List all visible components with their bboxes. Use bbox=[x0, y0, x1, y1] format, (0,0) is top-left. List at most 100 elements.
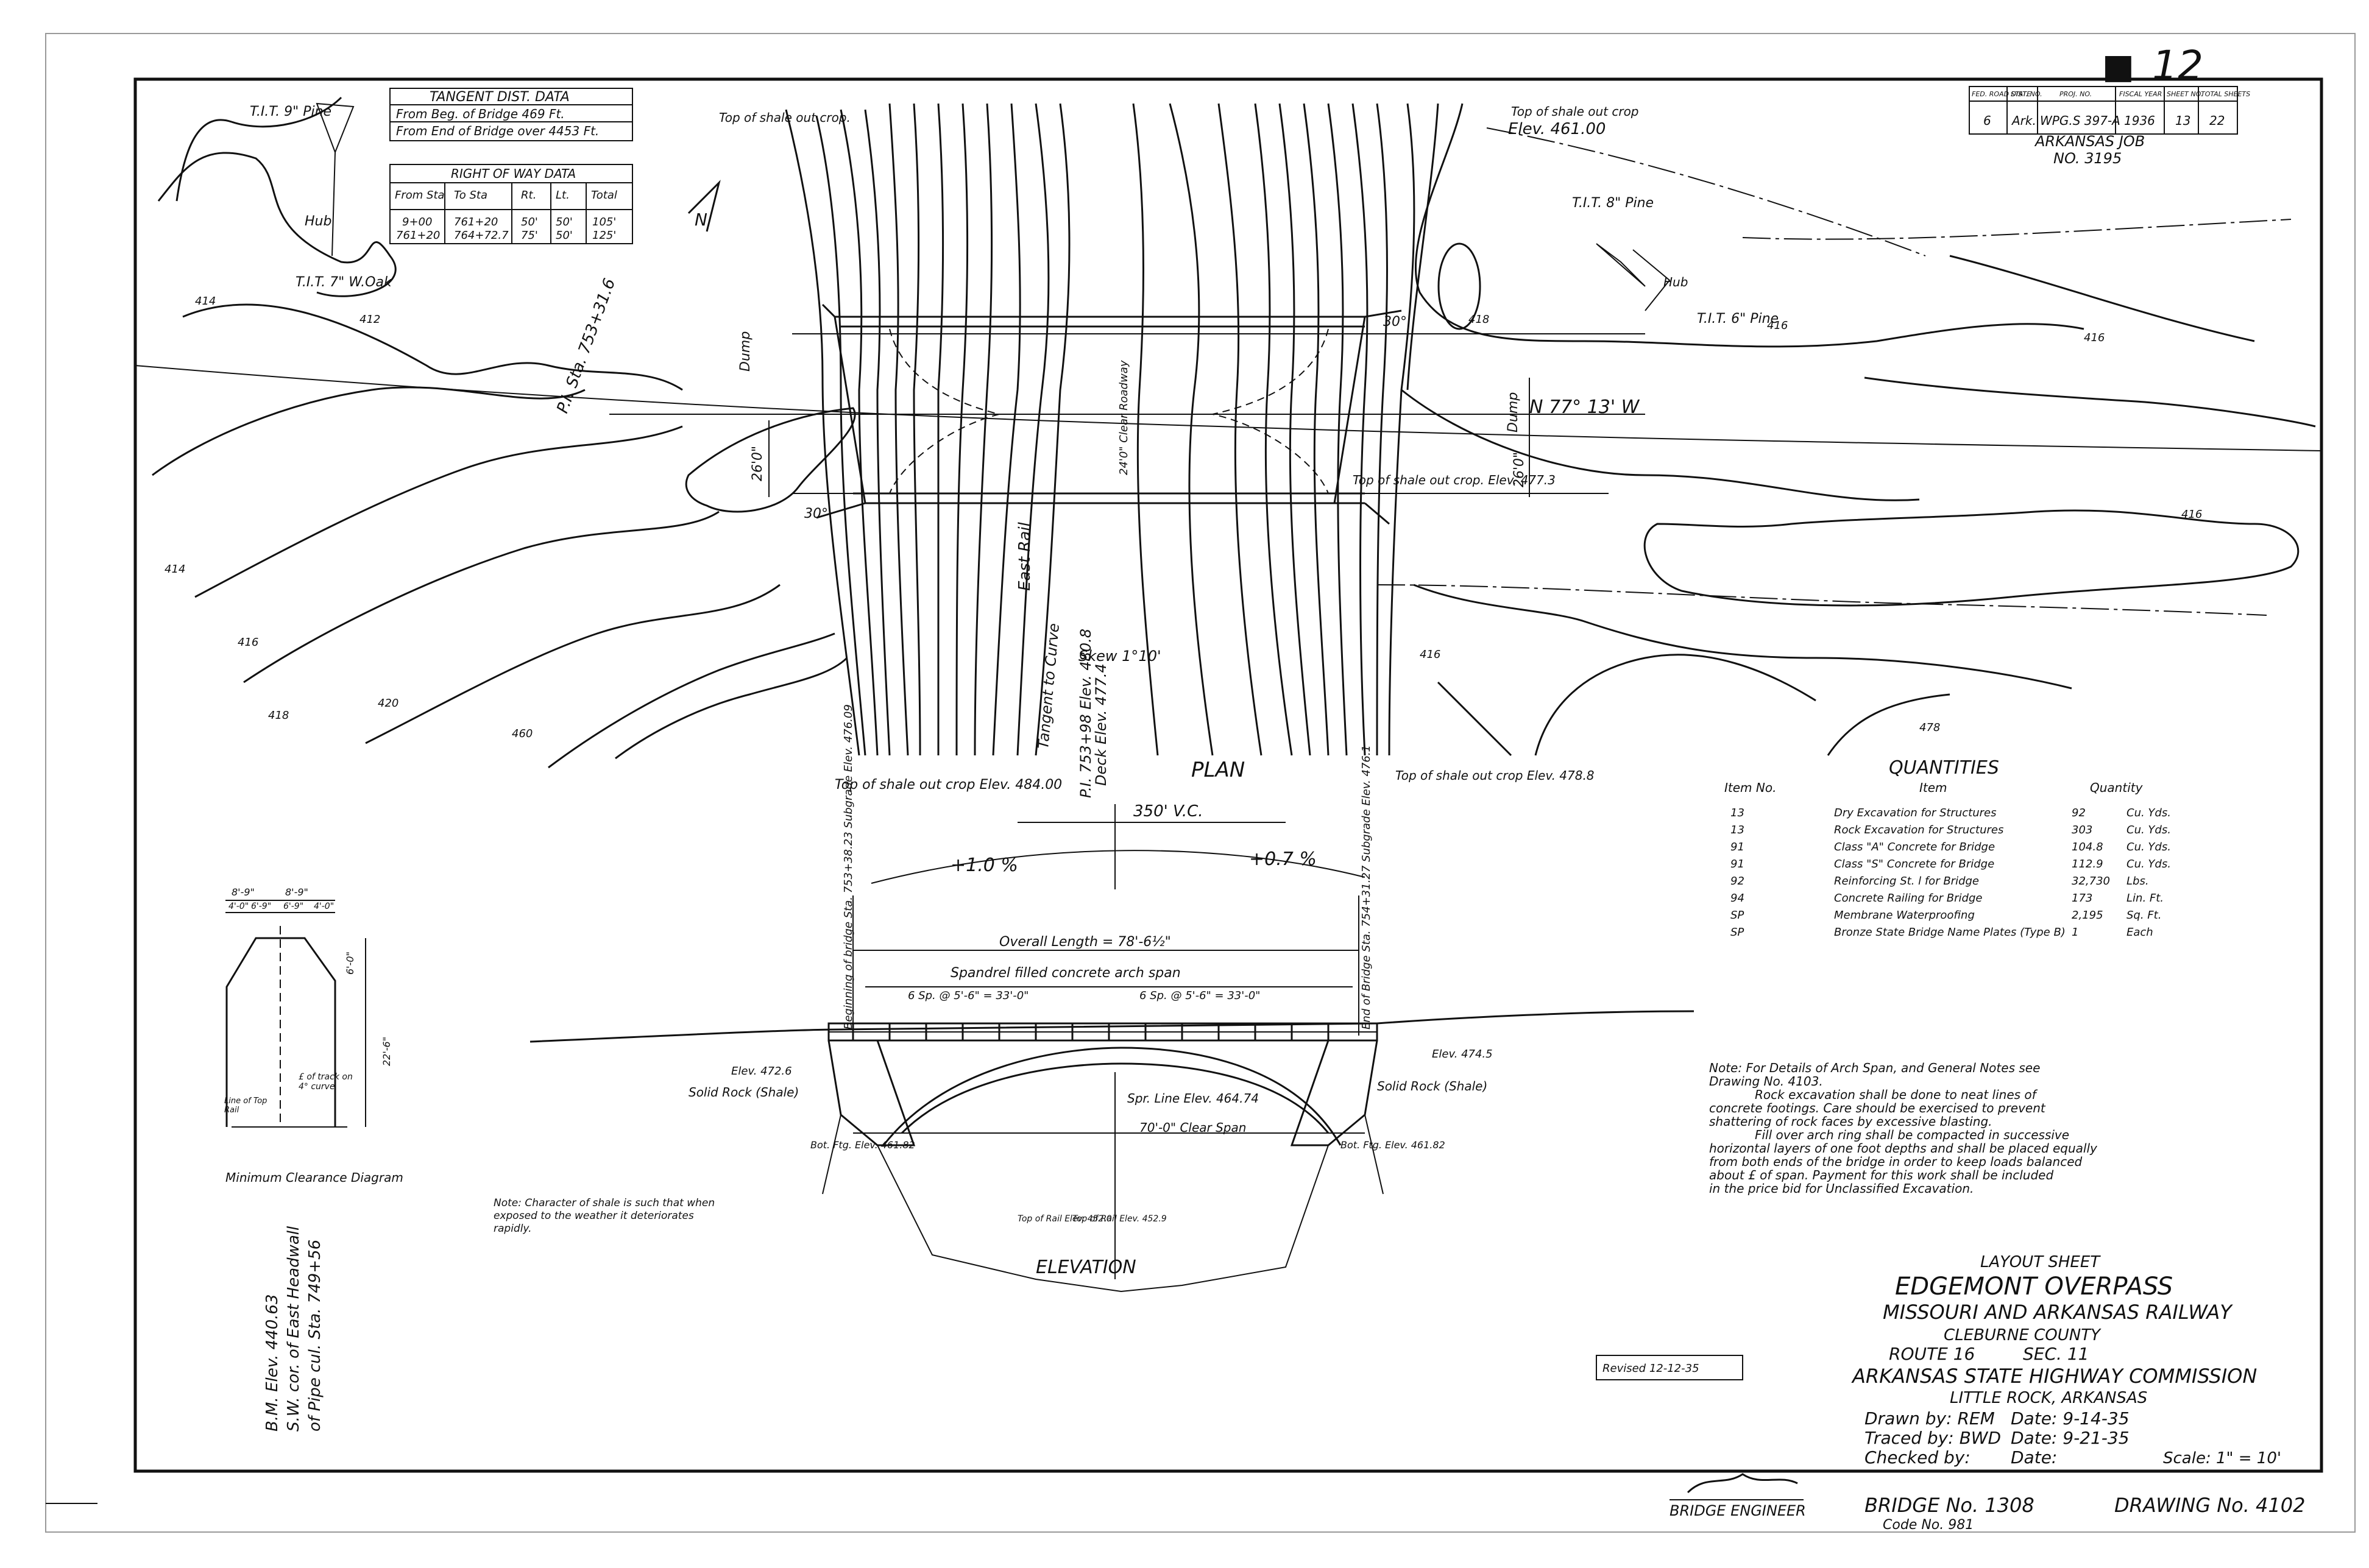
shale-4788: Top of shale out crop Elev. 478.8 bbox=[1395, 768, 1595, 783]
contour-label: 416 bbox=[2084, 331, 2105, 344]
row-r0c4: 105' bbox=[592, 216, 616, 228]
plan-contours bbox=[152, 96, 2316, 769]
code-no: Code No. 981 bbox=[1883, 1517, 1974, 1533]
contour-label: 416 bbox=[238, 636, 258, 649]
angle-right: 30° bbox=[1383, 314, 1407, 330]
quantity-cell: 91 bbox=[1730, 841, 1744, 853]
th-sheet: SHEET NO. bbox=[2167, 90, 2203, 98]
quantity-cell: 92 bbox=[1730, 875, 1744, 888]
notes: Note: For Details of Arch Span, and Gene… bbox=[1709, 1061, 2098, 1196]
quantity-cell: 32,730 bbox=[2072, 875, 2110, 888]
bm-line1: S.W. cor. of East Headwall bbox=[285, 1226, 303, 1432]
quantity-cell: Class "A" Concrete for Bridge bbox=[1834, 841, 1995, 853]
deck-elev: Deck Elev. 477.4 bbox=[1092, 663, 1110, 786]
inner-border bbox=[133, 77, 2323, 1473]
clr-dim-in2: 6'-9" bbox=[283, 902, 303, 911]
note-line: Fill over arch ring shall be compacted i… bbox=[1755, 1128, 2069, 1142]
contour-label: 416 bbox=[1420, 648, 1440, 661]
hub-right: Hub bbox=[1663, 275, 1688, 289]
row-h3: Lt. bbox=[556, 189, 570, 202]
layout-checked: Checked by: bbox=[1864, 1447, 1971, 1467]
quantity-cell: Class "S" Concrete for Bridge bbox=[1834, 858, 1994, 871]
clr-dim-top1: 8'-9" bbox=[285, 886, 308, 898]
job-line2: NO. 3195 bbox=[2053, 150, 2122, 167]
clr-dim-in3: 4'-0" bbox=[314, 902, 334, 911]
quantity-cell: 173 bbox=[2072, 892, 2092, 905]
spring-line: Spr. Line Elev. 464.74 bbox=[1127, 1091, 1259, 1106]
tv-state: Ark. bbox=[2011, 113, 2036, 128]
clr-rail-box: Line of Top Rail bbox=[224, 1097, 267, 1115]
contour-label: 418 bbox=[268, 709, 289, 722]
qty-h-item: Item bbox=[1919, 780, 1947, 795]
top-rail-right: Top of Rail Elev. 452.9 bbox=[1072, 1214, 1167, 1224]
th-proj: PROJ. NO. bbox=[2059, 90, 2092, 98]
revision-stamp-box bbox=[1596, 1355, 1743, 1380]
layout-commission: ARKANSAS STATE HIGHWAY COMMISSION bbox=[1851, 1365, 2257, 1388]
quantity-cell: 94 bbox=[1730, 892, 1744, 905]
th-state: STATE bbox=[2011, 90, 2031, 98]
row-h4: Total bbox=[591, 189, 617, 202]
tangent-row1: From Beg. of Bridge 469 Ft. bbox=[396, 107, 565, 121]
row-h0: From Sta bbox=[395, 189, 445, 202]
spacing-right: 6 Sp. @ 5'-6" = 33'-0" bbox=[1139, 989, 1260, 1002]
begin-bridge: Beginning of bridge Sta. 753+38.23 Subgr… bbox=[842, 704, 855, 1029]
survey-ties bbox=[316, 102, 1671, 311]
quantity-cell: Dry Excavation for Structures bbox=[1834, 807, 1996, 819]
th-total: TOTAL SHEETS bbox=[2201, 90, 2250, 98]
overall-length: Overall Length = 78'-6½" bbox=[999, 934, 1171, 950]
layout-title-block: LAYOUT SHEET EDGEMONT OVERPASS MISSOURI … bbox=[1596, 1253, 2305, 1533]
quantity-cell: Rock Excavation for Structures bbox=[1834, 824, 2003, 836]
shale-484: Top of shale out crop Elev. 484.00 bbox=[835, 777, 1062, 793]
tv-proj: WPG.S 397-A bbox=[2040, 113, 2120, 128]
layout-drawn-date: Date: 9-14-35 bbox=[2011, 1408, 2130, 1429]
contour-label: 414 bbox=[195, 295, 216, 308]
qty-h-no: Item No. bbox=[1724, 780, 1776, 795]
clr-track-note: £ of track on 4° curve bbox=[299, 1072, 353, 1092]
bearing: N 77° 13' W bbox=[1529, 397, 1640, 418]
layout-scale: Scale: 1" = 10' bbox=[2163, 1449, 2281, 1467]
clr-dim-in0: 4'-0" bbox=[228, 902, 249, 911]
row-r1c3: 50' bbox=[556, 229, 573, 242]
quantity-cell: SP bbox=[1730, 926, 1744, 939]
contour-label: 418 bbox=[1468, 313, 1489, 326]
layout-route: ROUTE 16 bbox=[1889, 1344, 1975, 1364]
shale-top-left: Top of shale out crop. bbox=[719, 110, 851, 125]
span-type: Spandrel filled concrete arch span bbox=[951, 966, 1181, 981]
bm-line2: of Pipe cul. Sta. 749+56 bbox=[306, 1240, 324, 1432]
contour-label: 412 bbox=[359, 313, 380, 326]
north-arrow-icon: N bbox=[687, 180, 721, 232]
shale-note: Note: Character of shale is such that wh… bbox=[494, 1197, 715, 1235]
elev-right: Elev. 474.5 bbox=[1432, 1048, 1493, 1061]
clr-title: Minimum Clearance Diagram bbox=[225, 1170, 403, 1185]
row-r1c2: 75' bbox=[521, 229, 538, 242]
contour-label-group: 412 414 416 418 420 460 416 416 416 418 … bbox=[165, 295, 2202, 740]
note-line: Note: For Details of Arch Span, and Gene… bbox=[1709, 1061, 2040, 1075]
drawing-no: DRAWING No. 4102 bbox=[2114, 1494, 2305, 1517]
row-r0c0: 9+00 bbox=[402, 216, 432, 228]
contour-label: 416 bbox=[2181, 508, 2202, 521]
quantity-cell: Cu. Yds. bbox=[2126, 807, 2171, 819]
row-r0c2: 50' bbox=[521, 216, 538, 228]
note-line: Drawing No. 4103. bbox=[1709, 1074, 1823, 1089]
clr-side: 6'-0" bbox=[344, 952, 356, 975]
tit-9pine: T.I.T. 9" Pine bbox=[250, 104, 331, 119]
svg-text:N: N bbox=[695, 210, 707, 230]
layout-city: LITTLE ROCK, ARKANSAS bbox=[1950, 1389, 2147, 1407]
tv-total: 22 bbox=[2209, 113, 2225, 128]
east-rail: East Rail bbox=[1016, 521, 1034, 591]
note-line: horizontal layers of one foot depths and… bbox=[1709, 1141, 2098, 1156]
dump-left: Dump bbox=[738, 331, 753, 372]
clear-span: 70'-0" Clear Span bbox=[1139, 1120, 1246, 1135]
ftg-right: Bot. Ftg. Elev. 461.82 bbox=[1340, 1139, 1445, 1151]
note-line: shattering of rock faces by excessive bl… bbox=[1709, 1114, 1992, 1129]
title-block-table: FED. ROAD DIST. NO. STATE PROJ. NO. FISC… bbox=[1969, 86, 2250, 167]
layout-sec: SEC. 11 bbox=[2023, 1344, 2089, 1364]
outer-border bbox=[45, 33, 2356, 1533]
row-r1c0: 761+20 bbox=[396, 229, 440, 242]
solid-rock-left: Solid Rock (Shale) bbox=[689, 1085, 799, 1100]
clr-track-box: £ of track on 4° curve bbox=[299, 1072, 353, 1092]
bridge-engineer: BRIDGE ENGINEER bbox=[1670, 1502, 1806, 1519]
note-line: Rock excavation shall be done to neat li… bbox=[1755, 1087, 2038, 1102]
